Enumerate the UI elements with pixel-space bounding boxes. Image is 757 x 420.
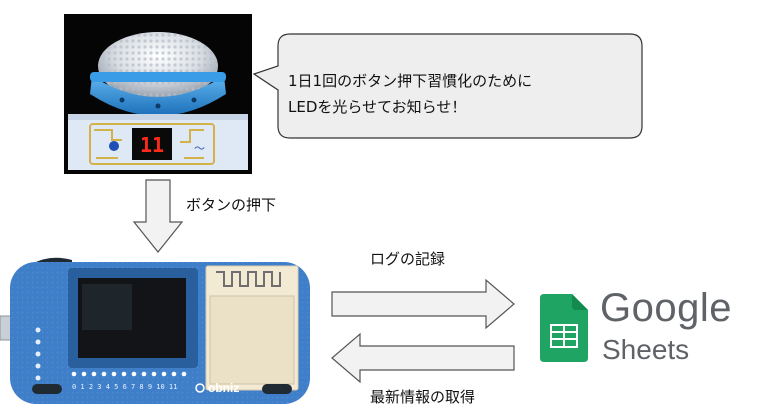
speech-bubble: 1日1回のボタン押下習慣化のために LEDを光らせてお知らせ！: [248, 30, 648, 160]
obniz-logo-text: obniz: [208, 381, 239, 395]
log-record-label: ログの記録: [370, 250, 446, 268]
speech-bubble-shape: [252, 33, 643, 139]
pin-number-labels: 0 1 2 3 4 5 6 7 8 9 10 11: [72, 383, 177, 391]
button-press-label: ボタンの押下: [186, 196, 277, 214]
left-arrow: [330, 332, 516, 384]
right-arrow: [330, 278, 516, 330]
sheets-wordmark: Sheets: [602, 334, 690, 365]
seven-segment-digits: 11: [140, 133, 164, 157]
fetch-latest-label: 最新情報の取得: [370, 388, 476, 406]
google-sheets-logo: Google Sheets: [540, 286, 750, 374]
svg-text:～: ～: [194, 142, 205, 155]
led-button-device: 11 ～: [64, 14, 252, 174]
obniz-board-illustration: 0 1 2 3 4 5 6 7 8 9 10 11 obniz: [0, 257, 310, 404]
led-button-device-illustration: 11 ～: [64, 14, 252, 174]
google-wordmark: Google: [600, 286, 732, 330]
obniz-board: 0 1 2 3 4 5 6 7 8 9 10 11 obniz: [0, 250, 316, 406]
obniz-logo-icon: [195, 383, 205, 393]
speech-bubble-line1: 1日1回のボタン押下習慣化のために: [288, 72, 533, 90]
down-arrow: [132, 178, 184, 254]
sheets-icon: [540, 294, 588, 362]
speech-bubble-line2: LEDを光らせてお知らせ！: [288, 98, 467, 116]
